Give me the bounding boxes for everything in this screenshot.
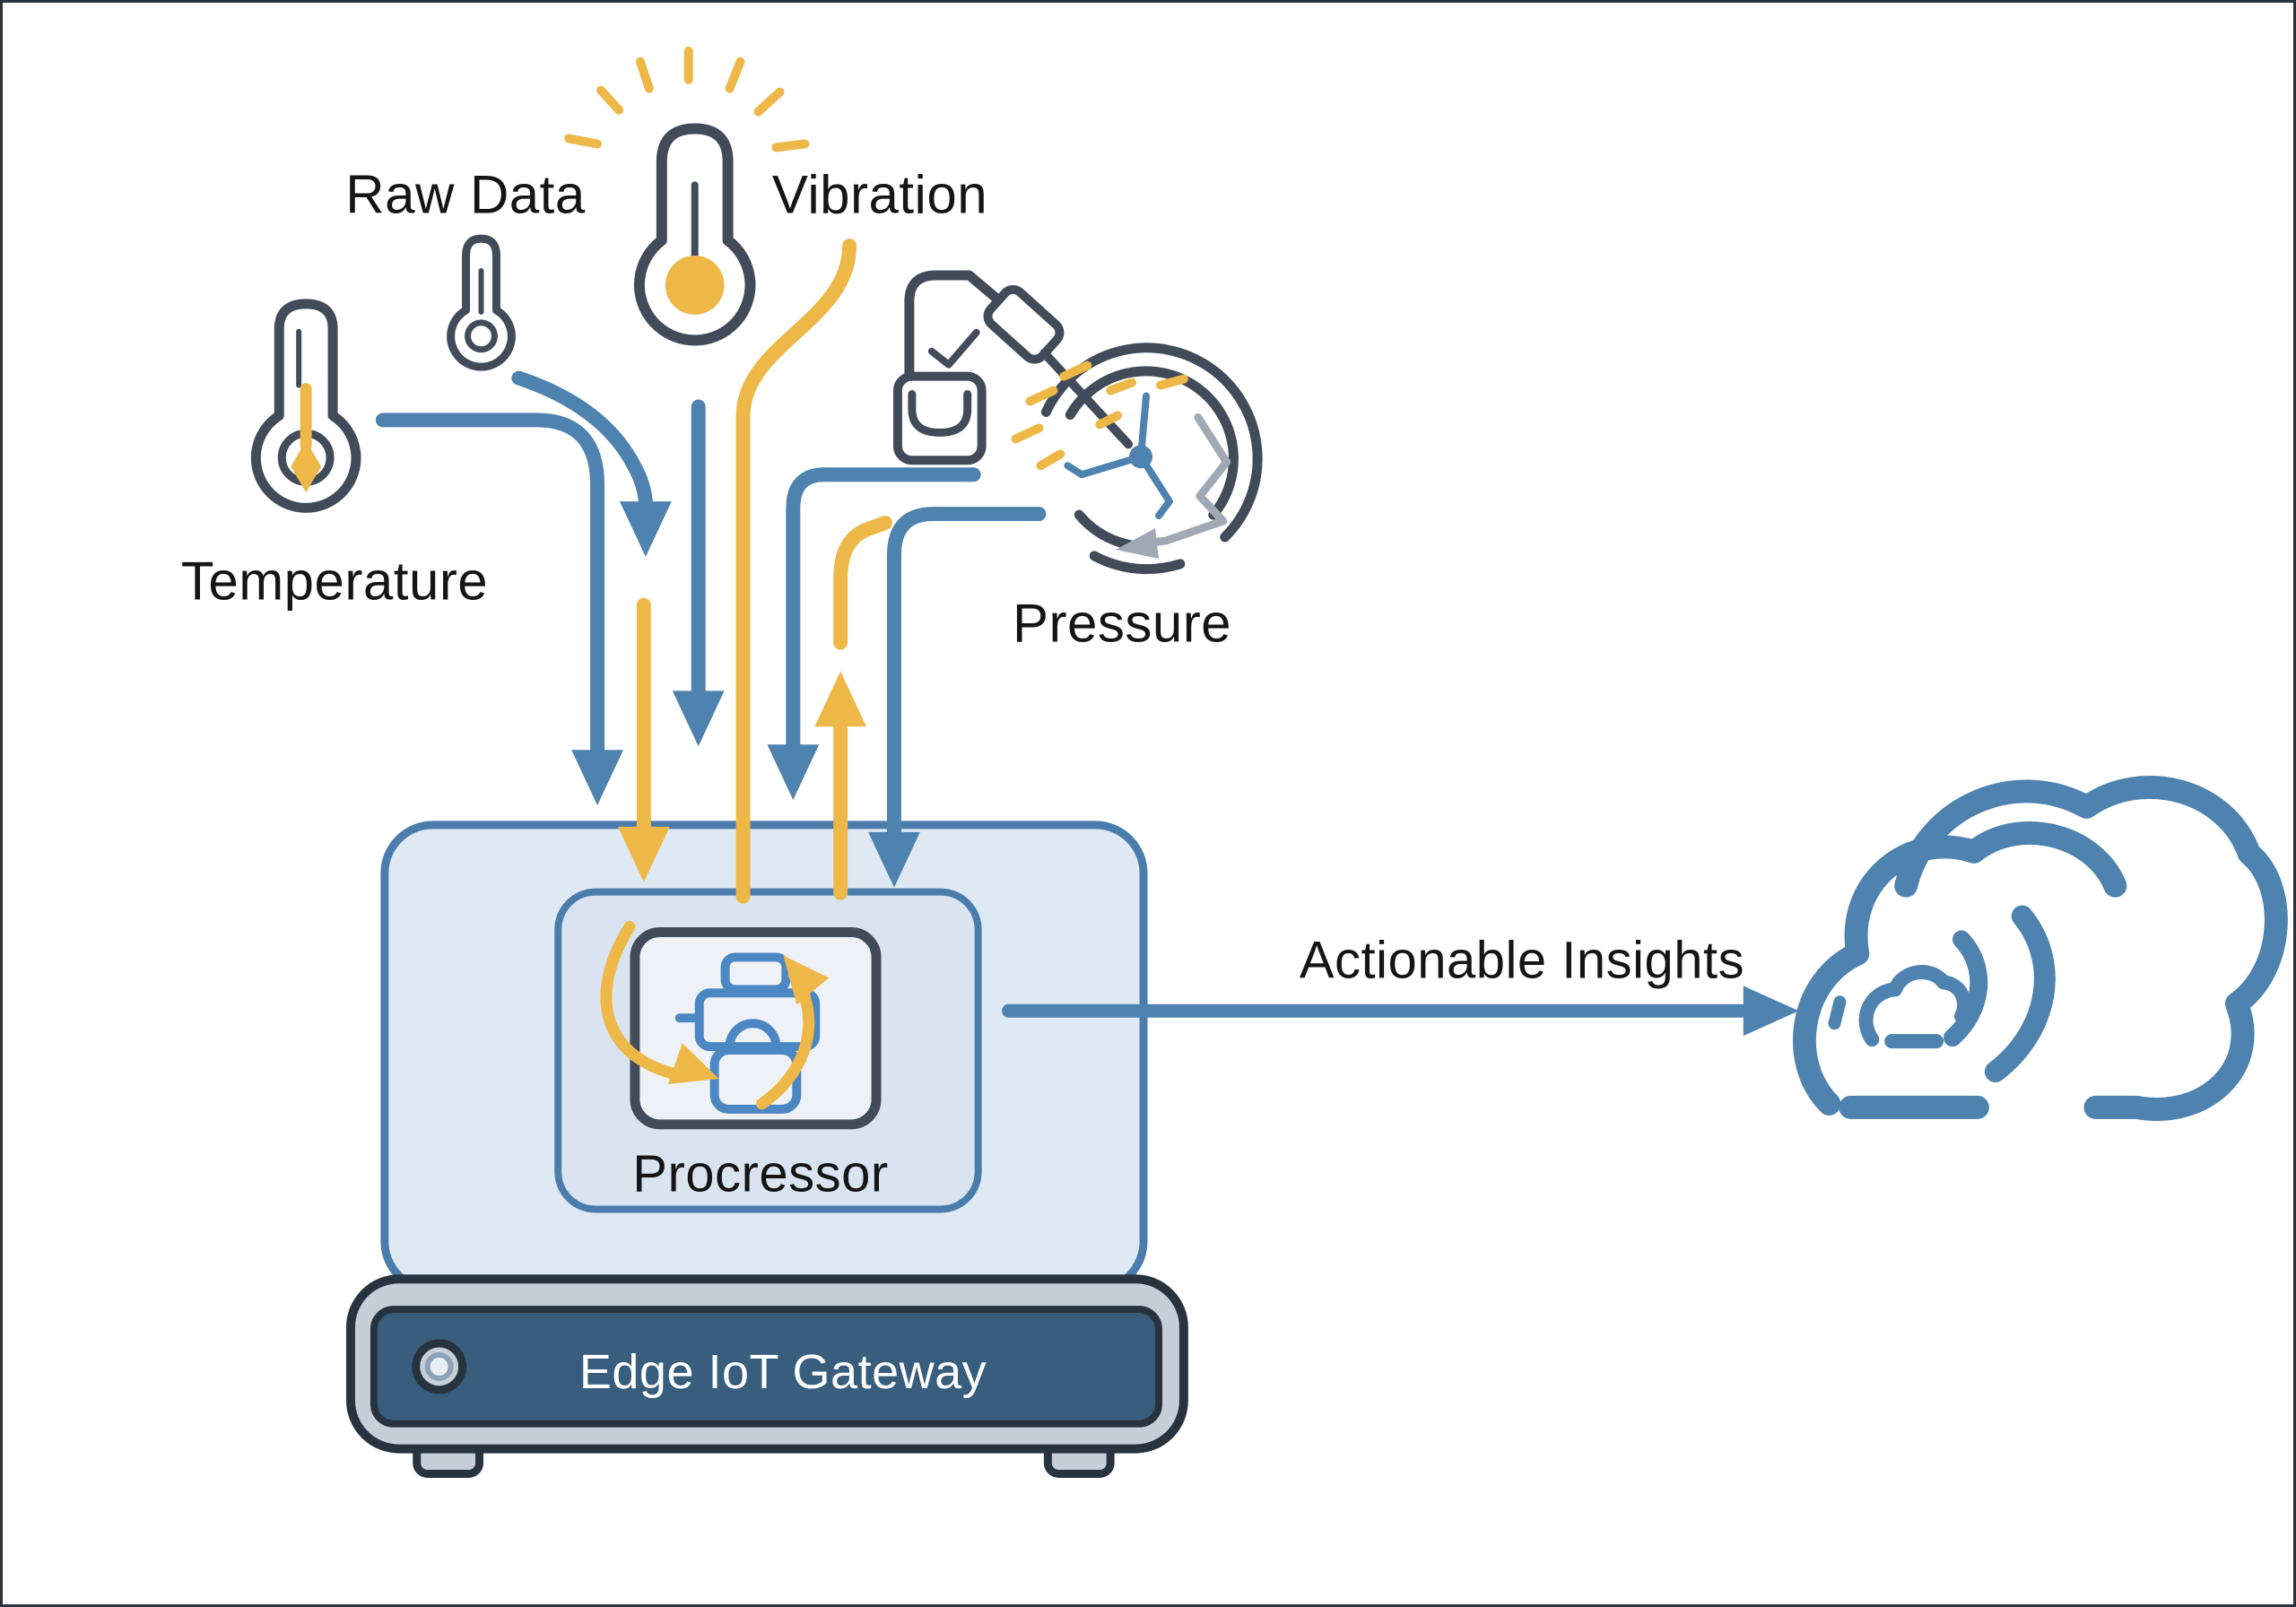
- pressure-sensor-arrow: [767, 467, 981, 801]
- pressure-gauge-arrow: [868, 507, 1047, 888]
- label-gateway: Edge IoT Gateway: [578, 1345, 987, 1399]
- vibration-rays-icon: [564, 46, 810, 152]
- vibration-data-arrow: [672, 399, 725, 747]
- led-indicator-core: [424, 1351, 454, 1381]
- label-pressure: Pressure: [1012, 593, 1232, 654]
- gateway-chassis: [346, 1274, 1188, 1454]
- insights-arrow: [1002, 986, 1799, 1037]
- label-insights: Actionable Insights: [1299, 931, 1745, 990]
- pressure-gauge-icon: [1011, 343, 1263, 575]
- pressure-probe-icon: [892, 270, 1134, 465]
- label-processor: Procressor: [632, 1144, 889, 1203]
- gauge-scribble-icon: [1135, 413, 1231, 549]
- processor-chip-icon: [674, 952, 821, 1114]
- temperature-thermometer-icon: [250, 299, 361, 513]
- processing-cycle-arrows: [600, 921, 830, 1110]
- vibration-processed-line: [735, 239, 857, 904]
- feedback-up-arrow: [814, 516, 892, 900]
- raw-data-arrow: [511, 370, 672, 557]
- raw-data-thermometer-icon: [447, 234, 516, 371]
- vibration-thermometer-icon: [564, 46, 810, 346]
- cloud-icon: [1793, 776, 2288, 1121]
- processed-down-arrow: [617, 597, 670, 882]
- label-vibration: Vibration: [771, 164, 988, 225]
- label-temperature: Temperature: [180, 551, 489, 612]
- label-raw-data: Raw Data: [345, 164, 586, 225]
- gateway-device: [380, 821, 1148, 1478]
- temperature-data-arrow: [375, 413, 623, 805]
- chassis-faceplate: [370, 1306, 1162, 1428]
- sensor-data-arrows: [375, 239, 1047, 904]
- pressure-sparks-icon: [1011, 360, 1188, 471]
- diagram-graphics: [250, 46, 2288, 1478]
